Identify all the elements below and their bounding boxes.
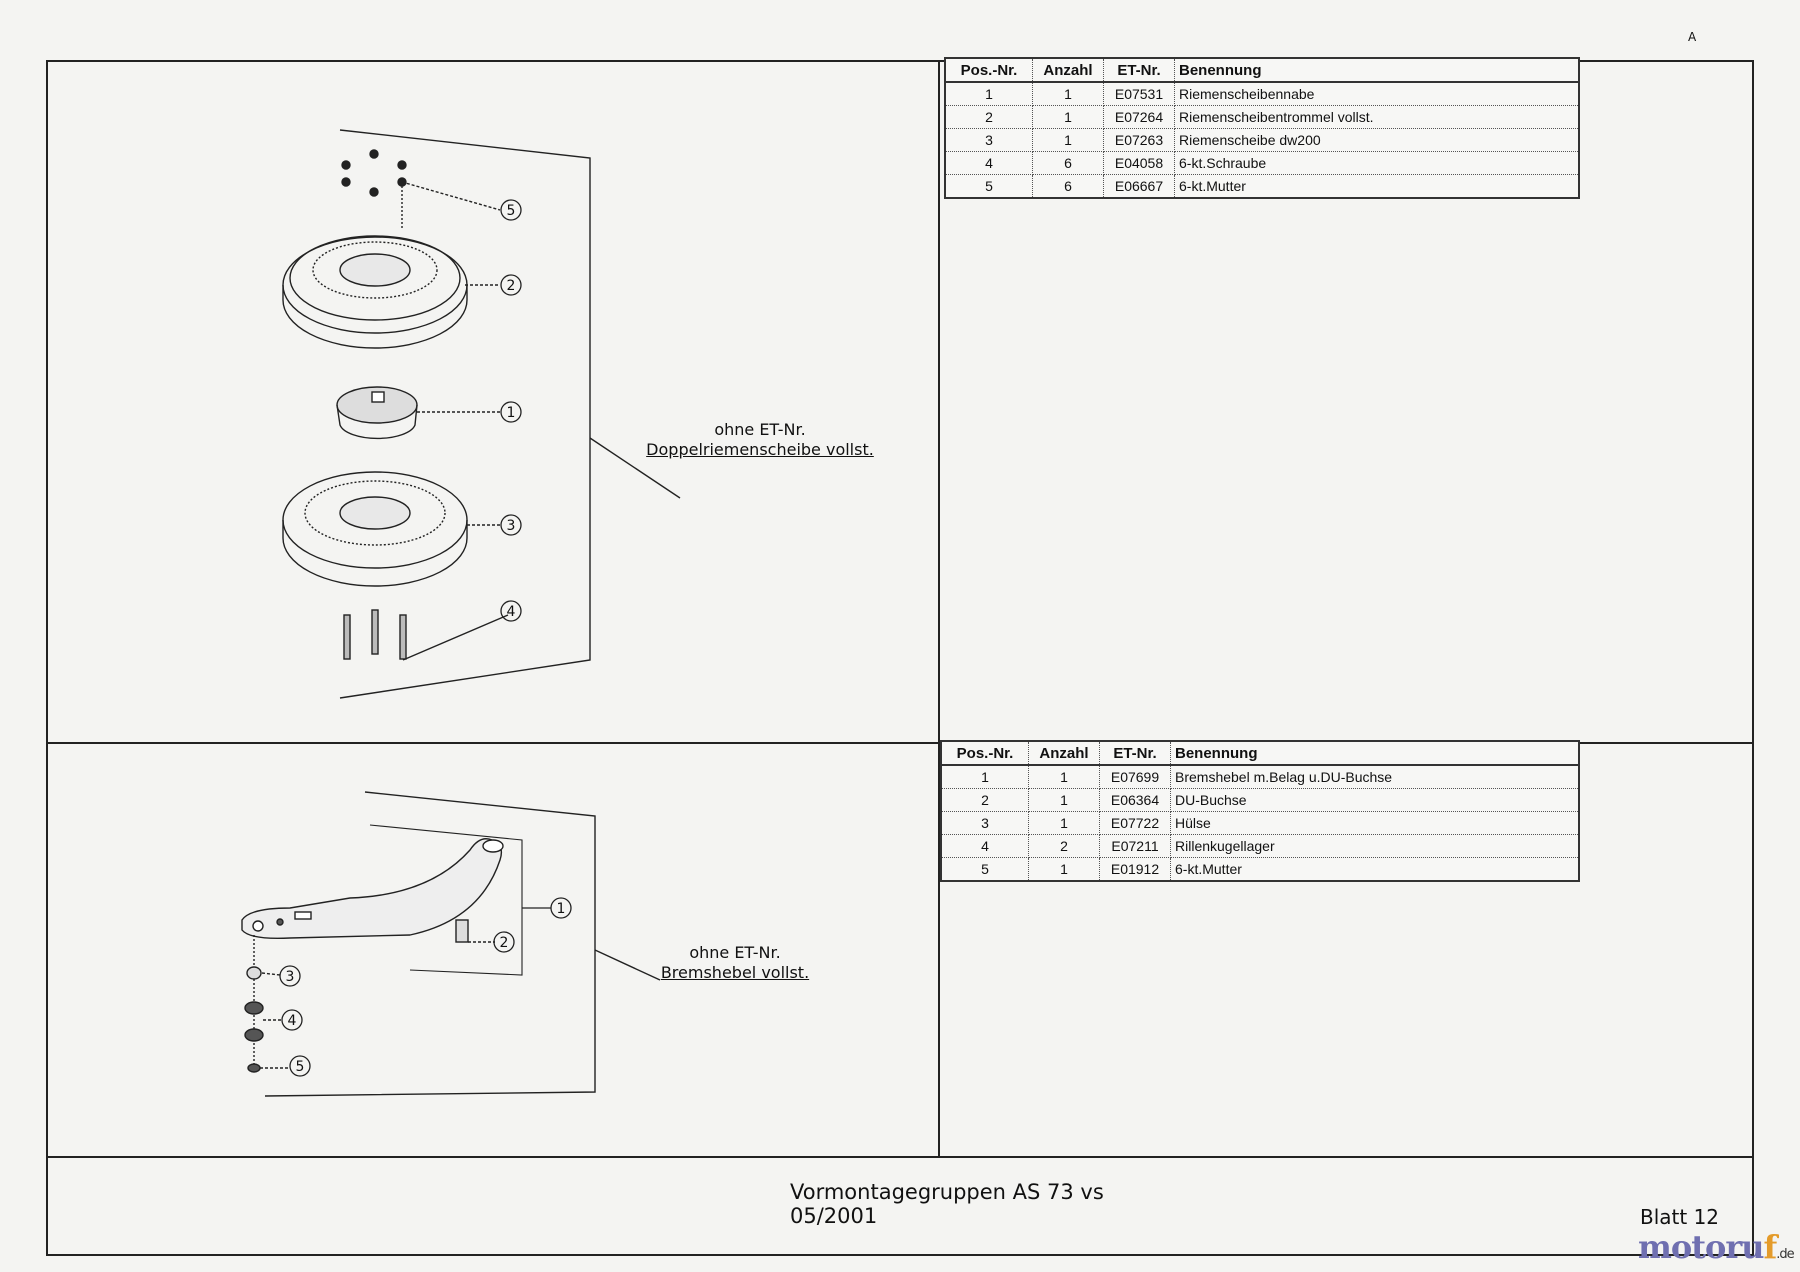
label-leader-2 xyxy=(594,949,661,981)
nut-icons xyxy=(341,149,407,197)
callout-4: 4 xyxy=(507,604,516,620)
cell-pos: 3 xyxy=(940,811,1029,835)
callout-b5: 5 xyxy=(296,1059,305,1075)
cell-et: E07722 xyxy=(1099,811,1171,835)
col-pos: Pos.-Nr. xyxy=(940,740,1029,766)
cell-et: E07699 xyxy=(1099,764,1171,789)
document-date: 05/2001 xyxy=(790,1204,878,1228)
cell-et: E06364 xyxy=(1099,788,1171,812)
table-row: 3 1 E07722 Hülse xyxy=(940,811,1580,835)
group-bracket-2 xyxy=(264,791,596,1097)
col-benennung: Benennung xyxy=(1174,57,1580,83)
cell-anzahl: 1 xyxy=(1032,81,1104,106)
table-row: 1 1 E07531 Riemenscheibennabe xyxy=(944,81,1580,106)
cell-name: Hülse xyxy=(1170,811,1580,835)
callout-2: 2 xyxy=(507,278,516,294)
cell-anzahl: 6 xyxy=(1032,174,1104,199)
cell-pos: 1 xyxy=(940,764,1029,789)
cell-anzahl: 1 xyxy=(1032,128,1104,152)
cell-name: Bremshebel m.Belag u.DU-Buchse xyxy=(1170,764,1580,789)
cell-name: Rillenkugellager xyxy=(1170,834,1580,858)
cell-anzahl: 1 xyxy=(1028,811,1100,835)
cell-pos: 4 xyxy=(940,834,1029,858)
brake-lever-drawing: 1 2 3 4 5 xyxy=(241,791,661,1097)
cell-et: E01912 xyxy=(1099,857,1171,882)
group2-label: ohne ET-Nr. Bremshebel vollst. xyxy=(620,943,850,983)
group2-label-line2: Bremshebel vollst. xyxy=(660,963,810,982)
sheet-frame xyxy=(46,60,1754,1256)
callout-b1: 1 xyxy=(557,901,566,917)
table-row: 4 2 E07211 Rillenkugellager xyxy=(940,834,1580,858)
cell-et: E07263 xyxy=(1103,128,1175,152)
cell-pos: 2 xyxy=(940,788,1029,812)
col-benennung: Benennung xyxy=(1170,740,1580,766)
cell-et: E04058 xyxy=(1103,151,1175,175)
corner-mark: A xyxy=(1688,30,1697,44)
col-anzahl: Anzahl xyxy=(1032,57,1104,83)
cell-name: DU-Buchse xyxy=(1170,788,1580,812)
center-divider xyxy=(938,60,940,1156)
table-row: 3 1 E07263 Riemenscheibe dw200 xyxy=(944,128,1580,152)
title-block: Vormontagegruppen AS 73 vs 05/2001 xyxy=(790,1180,1104,1228)
cell-anzahl: 2 xyxy=(1028,834,1100,858)
parts-table-2: Pos.-Nr. Anzahl ET-Nr. Benennung 1 1 E07… xyxy=(940,740,1580,882)
table-row: 2 1 E06364 DU-Buchse xyxy=(940,788,1580,812)
cell-name: Riemenscheibe dw200 xyxy=(1174,128,1580,152)
table-row: 4 6 E04058 6-kt.Schraube xyxy=(944,151,1580,175)
group1-label-line2: Doppelriemenscheibe vollst. xyxy=(646,440,874,459)
col-et: ET-Nr. xyxy=(1099,740,1171,766)
group-bracket xyxy=(339,129,591,699)
title-block-divider xyxy=(46,1156,1754,1158)
col-anzahl: Anzahl xyxy=(1028,740,1100,766)
group2-label-line1: ohne ET-Nr. xyxy=(689,943,781,962)
cell-anzahl: 6 xyxy=(1032,151,1104,175)
table-header-row: Pos.-Nr. Anzahl ET-Nr. Benennung xyxy=(940,740,1580,766)
callout-3: 3 xyxy=(507,518,516,534)
cell-pos: 4 xyxy=(944,151,1033,175)
table-row: 1 1 E07699 Bremshebel m.Belag u.DU-Buchs… xyxy=(940,764,1580,789)
watermark-main: motoru xyxy=(1638,1228,1764,1266)
cell-et: E07211 xyxy=(1099,834,1171,858)
cell-pos: 1 xyxy=(944,81,1033,106)
cell-name: Riemenscheibennabe xyxy=(1174,81,1580,106)
callout-b3: 3 xyxy=(286,969,295,985)
sheet-number: Blatt 12 xyxy=(1640,1205,1720,1229)
callout-b2: 2 xyxy=(500,935,509,951)
bolt-icons xyxy=(343,609,407,660)
parts-table-1: Pos.-Nr. Anzahl ET-Nr. Benennung 1 1 E07… xyxy=(944,57,1580,199)
pulley-assembly-drawing: 5 2 1 3 4 xyxy=(282,129,681,699)
table-row: 5 6 E06667 6-kt.Mutter xyxy=(944,174,1580,199)
cell-et: E07531 xyxy=(1103,81,1175,106)
callout-1: 1 xyxy=(507,405,516,421)
col-et: ET-Nr. xyxy=(1103,57,1175,83)
cell-anzahl: 1 xyxy=(1032,105,1104,129)
cell-pos: 5 xyxy=(940,857,1029,882)
cell-name: Riemenscheibentrommel vollst. xyxy=(1174,105,1580,129)
cell-pos: 5 xyxy=(944,174,1033,199)
cell-name: 6-kt.Schraube xyxy=(1174,151,1580,175)
cell-pos: 3 xyxy=(944,128,1033,152)
label-leader xyxy=(589,437,681,499)
watermark-accent: f xyxy=(1763,1228,1777,1266)
cell-anzahl: 1 xyxy=(1028,857,1100,882)
group1-label-line1: ohne ET-Nr. xyxy=(714,420,806,439)
cell-et: E07264 xyxy=(1103,105,1175,129)
cell-pos: 2 xyxy=(944,105,1033,129)
table-row: 5 1 E01912 6-kt.Mutter xyxy=(940,857,1580,882)
callout-5: 5 xyxy=(507,203,516,219)
cell-et: E06667 xyxy=(1103,174,1175,199)
watermark-logo: motoruf.de xyxy=(1638,1228,1795,1266)
table-header-row: Pos.-Nr. Anzahl ET-Nr. Benennung xyxy=(944,57,1580,83)
cell-name: 6-kt.Mutter xyxy=(1174,174,1580,199)
cell-anzahl: 1 xyxy=(1028,764,1100,789)
cell-name: 6-kt.Mutter xyxy=(1170,857,1580,882)
watermark-tld: .de xyxy=(1776,1247,1794,1262)
col-pos: Pos.-Nr. xyxy=(944,57,1033,83)
cell-anzahl: 1 xyxy=(1028,788,1100,812)
table-row: 2 1 E07264 Riemenscheibentrommel vollst. xyxy=(944,105,1580,129)
document-title: Vormontagegruppen AS 73 vs xyxy=(790,1180,1104,1204)
group-divider xyxy=(46,742,1754,744)
group1-label: ohne ET-Nr. Doppelriemenscheibe vollst. xyxy=(620,420,900,460)
callout-b4: 4 xyxy=(288,1013,297,1029)
